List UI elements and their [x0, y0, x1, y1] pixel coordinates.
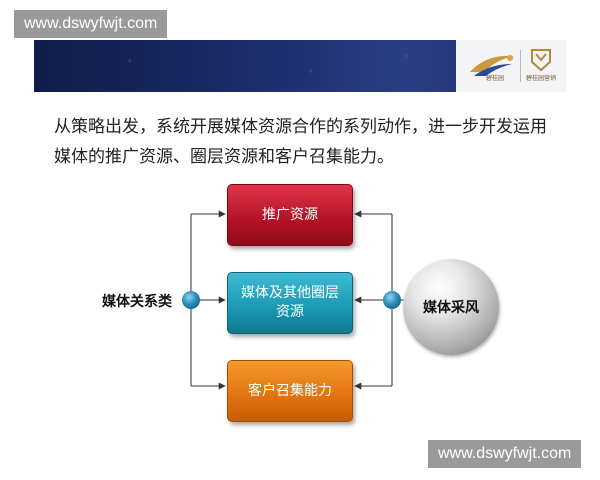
media-visit-sphere: 媒体采风 — [403, 259, 499, 355]
media-relations-label: 媒体关系类 — [102, 294, 172, 310]
logo-right-caption: 碧桂园营销 — [526, 75, 557, 82]
media-visit-label: 媒体采风 — [423, 300, 479, 316]
brand-shield-logo-icon — [531, 49, 551, 72]
watermark-top: www.dswyfwjt.com — [14, 10, 168, 38]
circle-resources-box: 媒体及其他圈层 资源 — [227, 272, 353, 334]
right-connector-dot — [383, 291, 401, 309]
header-banner: 碧桂园 碧桂园营销 — [34, 40, 566, 92]
logo-left-caption: 碧桂园 — [486, 75, 505, 82]
customer-gathering-label: 客户召集能力 — [248, 382, 332, 399]
circle-resources-label-line2: 资源 — [276, 304, 304, 320]
watermark-bottom: www.dswyfwjt.com — [428, 440, 582, 468]
circle-resources-label-line1: 媒体及其他圈层 — [241, 285, 339, 301]
logo-area: 碧桂园 碧桂园营销 — [456, 40, 566, 92]
brand-swoosh-logo-icon — [470, 55, 514, 76]
promotion-resources-box: 推广资源 — [227, 184, 353, 246]
left-connector-dot — [182, 291, 200, 309]
promotion-resources-label: 推广资源 — [262, 206, 318, 223]
customer-gathering-box: 客户召集能力 — [227, 360, 353, 422]
intro-paragraph: 从策略出发，系统开展媒体资源合作的系列动作，进一步开发运用媒体的推广资源、圈层资… — [54, 117, 547, 167]
logo-divider — [520, 50, 521, 82]
